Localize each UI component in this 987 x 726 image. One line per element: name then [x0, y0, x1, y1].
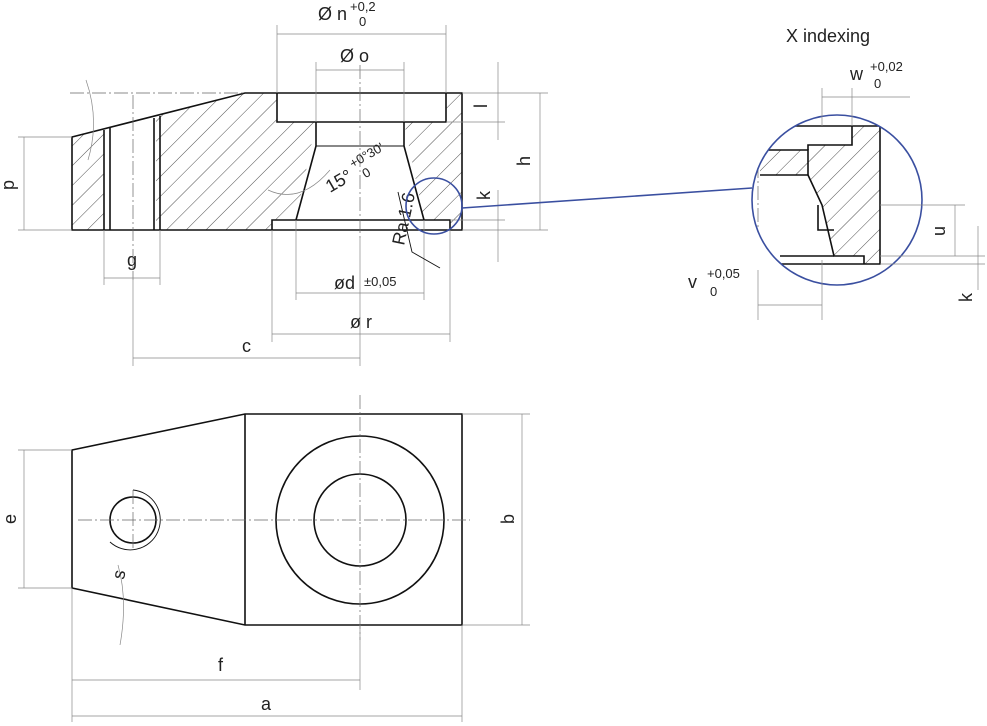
dim-n-tol-upper: +0,2	[350, 0, 376, 14]
dim-v-tol-upper: +0,05	[707, 266, 740, 281]
plan-labels: e b s f a	[0, 514, 518, 714]
dim-u-label: u	[929, 226, 949, 236]
detail-leader-line	[461, 187, 753, 209]
detail-labels: X indexing w +0,02 0 v +0,05 0 u k	[688, 26, 976, 302]
section-outline	[71, 92, 463, 231]
dim-angle-tol-lower: 0	[359, 164, 373, 181]
detail-marker-circle	[405, 177, 463, 235]
dim-b-label: b	[498, 514, 518, 524]
dim-w-tol-upper: +0,02	[870, 59, 903, 74]
section-view	[70, 65, 463, 280]
dim-r-label: ø r	[350, 312, 372, 332]
dim-s-label: s	[108, 568, 129, 580]
dim-k-label: k	[474, 190, 494, 200]
section-counterbore	[276, 93, 447, 123]
dim-a-label: a	[261, 694, 272, 714]
dim-g-label: g	[127, 250, 137, 270]
plan-dimensions	[18, 413, 530, 722]
dim-f-label: f	[218, 655, 224, 675]
plan-outline	[71, 413, 463, 626]
detail-title: X indexing	[786, 26, 870, 46]
dim-d-tol: ±0,05	[364, 274, 396, 289]
dim-c-label: c	[242, 336, 251, 356]
plan-view	[71, 395, 470, 640]
dim-v-label: v	[688, 272, 697, 292]
dim-h-label: h	[514, 156, 534, 166]
dim-v-tol-lower: 0	[710, 284, 717, 299]
dim-e-label: e	[0, 514, 20, 524]
dim-l-label: l	[471, 104, 491, 108]
dim-w-label: w	[849, 64, 864, 84]
section-dimensions	[18, 25, 548, 366]
section-hatch-right	[404, 93, 462, 230]
dim-angle-label: 15°	[322, 166, 356, 197]
roughness-label: Ra 1.6	[388, 191, 419, 247]
dim-w-tol-lower: 0	[874, 76, 881, 91]
dim-n-tol-lower: 0	[359, 14, 366, 29]
detail-dim-k-label: k	[956, 292, 976, 302]
dim-d-label: ød	[334, 273, 355, 293]
dim-o-label: Ø o	[340, 46, 369, 66]
dim-p-label: p	[0, 180, 18, 190]
detail-view	[751, 114, 923, 286]
detail-ring	[751, 114, 923, 286]
section-bottom-relief	[271, 219, 451, 230]
detail-dimensions	[757, 88, 985, 320]
dim-n-label: Ø n	[318, 4, 347, 24]
